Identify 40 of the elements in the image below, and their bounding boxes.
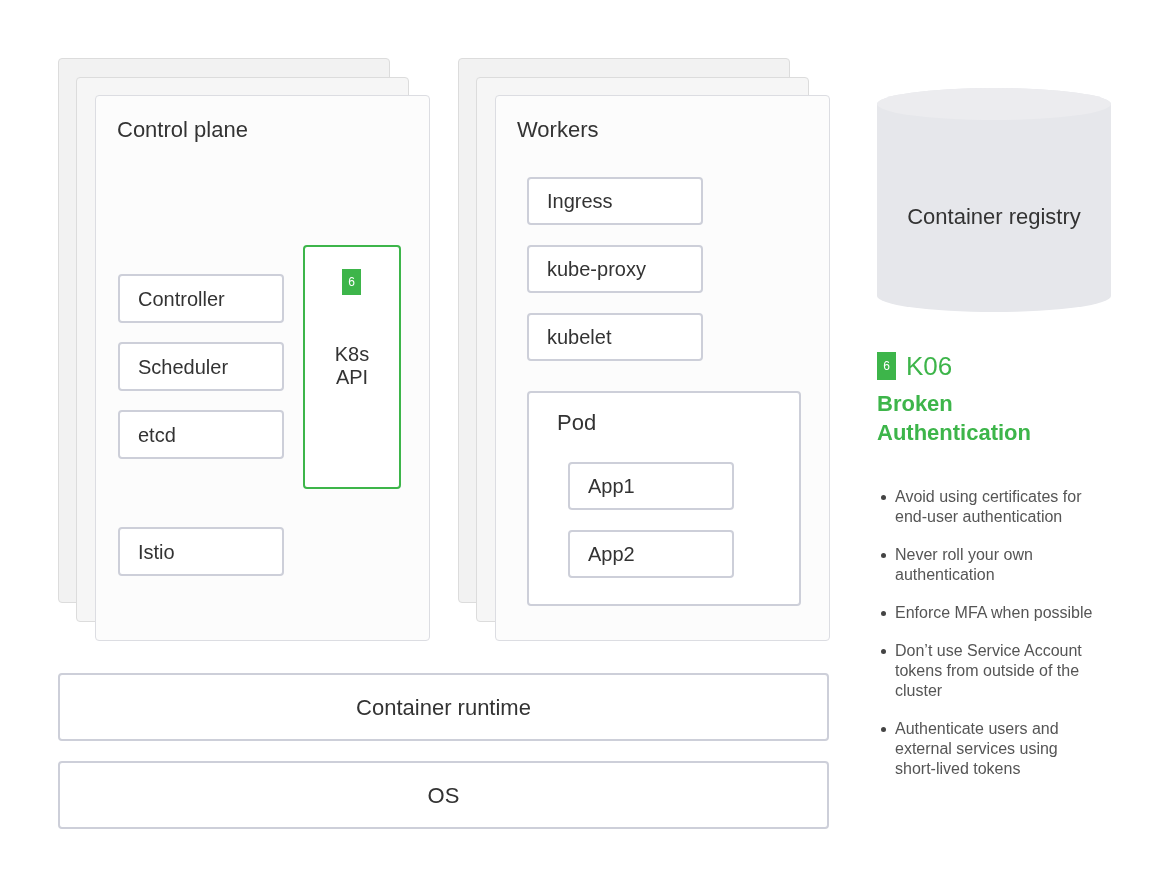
component-label: Scheduler [138, 354, 229, 379]
component-box [568, 530, 734, 578]
group-title: Pod [557, 409, 597, 436]
bullet-text: Don’t use Service Account tokens from outside of the cluster [895, 641, 1083, 701]
component-label: Istio [138, 539, 175, 564]
group-box [527, 391, 801, 606]
panel-card [95, 95, 430, 641]
component-box [118, 527, 284, 576]
layer-bar [58, 673, 829, 741]
component-label: kube-proxy [547, 257, 646, 281]
number-badge: 6 [877, 352, 896, 380]
bullet-text: Avoid using certificates for end-user authentication [895, 487, 1083, 527]
component-box [118, 410, 284, 459]
panel-title: Workers [517, 116, 599, 143]
risk-code: K06 [906, 352, 953, 380]
component-label: K8s API [334, 343, 370, 389]
component-box [118, 274, 284, 323]
component-box [527, 177, 703, 225]
component-label: Controller [138, 286, 225, 311]
number-badge: 6 [342, 269, 361, 295]
component-box [527, 313, 703, 361]
layer-label: Container runtime [356, 693, 531, 721]
component-label: App1 [588, 474, 635, 498]
component-label: etcd [138, 422, 176, 447]
highlighted-box [303, 245, 401, 489]
storage-label: Container registry [907, 202, 1081, 230]
component-box [527, 245, 703, 293]
layer-label: OS [427, 781, 460, 809]
layer-bar [58, 761, 829, 829]
component-box [118, 342, 284, 391]
component-label: App2 [588, 542, 635, 566]
bullet-text: Never roll your own authentication [895, 545, 1034, 585]
component-label: Ingress [547, 189, 613, 213]
component-box [568, 462, 734, 510]
bullet-text: Enforce MFA when possible [895, 603, 1094, 623]
risk-title: Broken Authentication [877, 390, 1032, 447]
panel-card [495, 95, 830, 641]
panel-title: Control plane [117, 116, 248, 143]
component-label: kubelet [547, 325, 612, 349]
bullet-text: Authenticate users and external services using short-lived tokens [895, 719, 1060, 779]
